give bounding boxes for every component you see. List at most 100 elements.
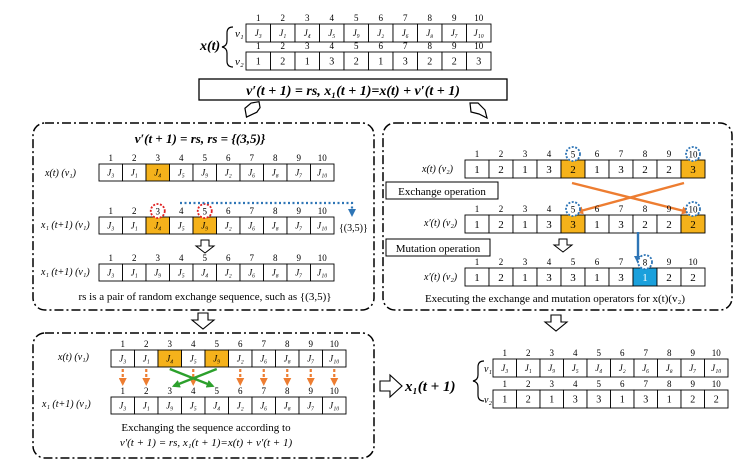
cell-value: J₉ bbox=[548, 363, 555, 373]
circled-index: 8 bbox=[643, 258, 648, 268]
index-label: 7 bbox=[403, 41, 408, 51]
hollow-arrow-right bbox=[469, 102, 488, 120]
cell-value: J₂ bbox=[619, 363, 626, 373]
result-v2-label: v₂ bbox=[484, 395, 492, 406]
cell-value: J₇ bbox=[295, 221, 302, 231]
cell-value: J₁ bbox=[525, 363, 532, 373]
index-label: 3 bbox=[523, 257, 528, 267]
cell-value: 2 bbox=[498, 164, 504, 176]
left-caption: rs is a pair of random exchange sequence… bbox=[78, 291, 331, 303]
cell-value: J₇ bbox=[689, 363, 696, 373]
cell-value: 3 bbox=[596, 395, 601, 406]
top-v1-label: v₁ bbox=[235, 28, 244, 40]
cell-value: J₁ bbox=[131, 168, 138, 178]
index-label: 9 bbox=[309, 386, 314, 396]
cell-value: J₁₀ bbox=[317, 268, 327, 278]
cell-value: 2 bbox=[666, 272, 672, 284]
exchange-arrow-10-to-5 bbox=[575, 181, 685, 215]
index-label: 2 bbox=[526, 379, 531, 389]
index-label: 5 bbox=[354, 41, 359, 51]
cell-value: J₄ bbox=[595, 363, 602, 373]
index-label: 7 bbox=[403, 13, 408, 23]
index-label: 7 bbox=[619, 257, 624, 267]
cell-value: 1 bbox=[522, 272, 528, 284]
index-label: 8 bbox=[273, 206, 278, 216]
index-label: 10 bbox=[318, 153, 328, 163]
index-circle bbox=[685, 201, 701, 217]
index-label: 1 bbox=[109, 206, 114, 216]
cell-value: J₄ bbox=[201, 268, 208, 278]
bottom-caption-line2: v′(t + 1) = rs, x₁(t + 1)=x(t) + v′(t + … bbox=[120, 437, 293, 449]
cell-box bbox=[466, 51, 492, 71]
index-label: 7 bbox=[619, 149, 624, 159]
index-label: 10 bbox=[689, 257, 699, 267]
cell-value: J₂ bbox=[237, 401, 244, 411]
index-label: 3 bbox=[156, 153, 161, 163]
index-label: 4 bbox=[191, 386, 196, 396]
cell-value: 1 bbox=[502, 395, 507, 406]
cell-value: J₁ bbox=[143, 354, 150, 364]
index-label: 6 bbox=[595, 204, 600, 214]
index-label: 1 bbox=[109, 153, 114, 163]
index-label: 6 bbox=[226, 153, 231, 163]
index-label: 10 bbox=[330, 386, 340, 396]
cell-value: J₃ bbox=[255, 28, 262, 38]
cell-value: J₆ bbox=[248, 221, 255, 231]
cell-value: J₃ bbox=[501, 363, 508, 373]
index-label: 2 bbox=[132, 253, 137, 263]
cell-value: 1 bbox=[522, 219, 528, 231]
cell-value: J₆ bbox=[248, 268, 255, 278]
index-label: 10 bbox=[474, 41, 484, 51]
index-label: 8 bbox=[643, 149, 648, 159]
cell-box bbox=[322, 349, 347, 368]
left-row2-label: x₁ (t+1) (v₁) bbox=[40, 220, 90, 231]
index-label: 10 bbox=[318, 206, 328, 216]
cell-value: J₃ bbox=[107, 221, 114, 231]
index-label: 6 bbox=[620, 379, 625, 389]
cell-value: 1 bbox=[378, 57, 383, 68]
circled-index: 3 bbox=[156, 207, 161, 217]
cell-value: 2 bbox=[280, 57, 285, 68]
index-label: 8 bbox=[285, 386, 290, 396]
index-label: 10 bbox=[712, 379, 722, 389]
bottom-exchange-arrows bbox=[118, 367, 339, 388]
index-label: 10 bbox=[318, 253, 328, 263]
index-label: 4 bbox=[330, 13, 335, 23]
left-row1-label: x(t) (v₁) bbox=[44, 168, 77, 179]
cell-value: J₃ bbox=[119, 401, 126, 411]
result-brace bbox=[472, 360, 485, 402]
left-panel-frame bbox=[32, 122, 375, 311]
index-label: 1 bbox=[121, 339, 126, 349]
cell-value: J₁₀ bbox=[711, 363, 721, 373]
index-label: 5 bbox=[203, 253, 208, 263]
cell-value: J₁₀ bbox=[474, 28, 484, 38]
index-label: 2 bbox=[499, 257, 504, 267]
cell-value: J₄ bbox=[154, 168, 161, 178]
cell-value: 2 bbox=[498, 219, 504, 231]
cell-value: J₉ bbox=[353, 28, 360, 38]
index-label: 6 bbox=[379, 13, 384, 23]
index-label: 4 bbox=[330, 41, 335, 51]
index-label: 9 bbox=[452, 13, 457, 23]
formula-main: v′(t + 1) = rs, x₁(t + 1)=x(t) + v′(t + … bbox=[246, 84, 460, 99]
cell-value: 2 bbox=[690, 395, 695, 406]
index-label: 1 bbox=[475, 257, 480, 267]
left-row2: J₃1J₁2J₄3J₅4J₉5J₂6J₆7J₈8J₇9J₁₀1035 bbox=[98, 203, 335, 235]
cell-box bbox=[466, 23, 492, 43]
cell-value: 1 bbox=[522, 164, 528, 176]
circled-index: 5 bbox=[571, 150, 576, 160]
cell-value: 2 bbox=[526, 395, 531, 406]
index-label: 9 bbox=[309, 339, 314, 349]
cell-value: 1 bbox=[594, 164, 600, 176]
index-label: 6 bbox=[595, 149, 600, 159]
cell-value: J₈ bbox=[426, 28, 433, 38]
left-dotted-arrow bbox=[180, 201, 356, 217]
index-circle bbox=[637, 254, 653, 270]
circled-index: 10 bbox=[689, 205, 699, 215]
top-brace bbox=[221, 26, 234, 68]
index-label: 1 bbox=[256, 13, 261, 23]
index-label: 7 bbox=[262, 339, 267, 349]
